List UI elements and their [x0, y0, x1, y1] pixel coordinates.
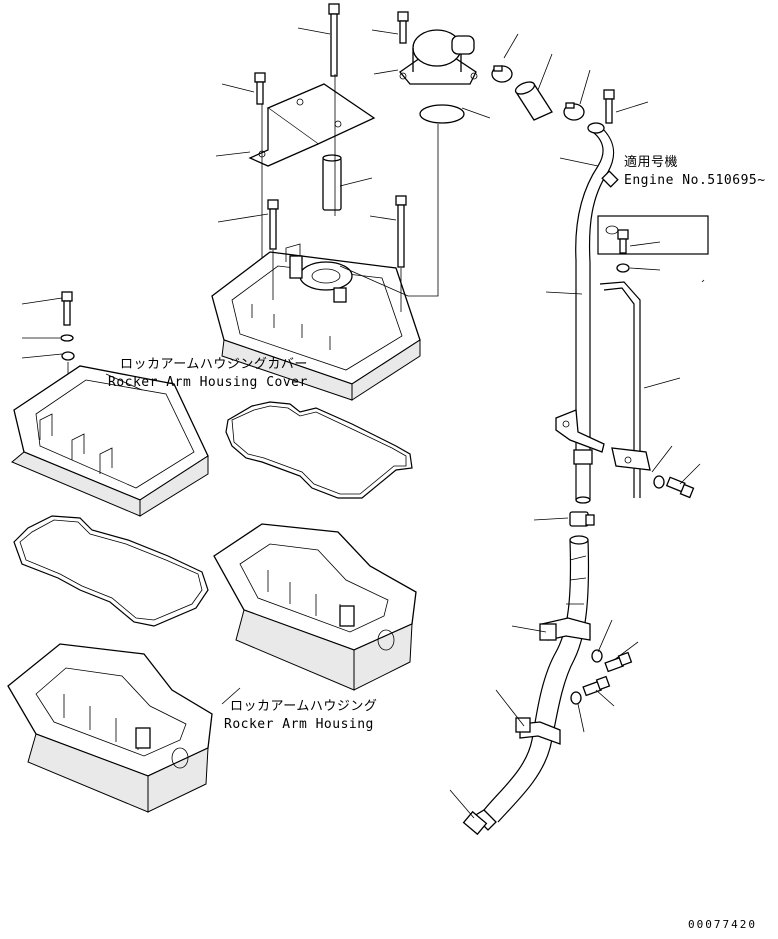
- cover-label-en: Rocker Arm Housing Cover: [108, 375, 308, 390]
- applicable-serial-label-jp: 適用号機: [624, 154, 678, 170]
- rocker-housing-upper: [213, 523, 417, 691]
- bolt-stay-lower: [665, 476, 695, 499]
- bolt-lower-1: [604, 651, 633, 673]
- bolt-lower-2: [582, 675, 611, 697]
- washer-stay: [616, 263, 630, 273]
- clamp-lower-1: [539, 617, 591, 641]
- bolt-tube-top: [603, 89, 615, 124]
- breather-cap: [399, 29, 478, 85]
- rocker-cover-upper: [211, 243, 421, 401]
- bolt-left: [61, 291, 73, 326]
- breather-gasket: [419, 104, 465, 124]
- bolt-cover-left: [267, 199, 279, 250]
- sleeve: [322, 154, 342, 211]
- drawing-number: 00077420: [688, 918, 757, 931]
- breather-hose-short: [514, 81, 553, 121]
- support-stay: [599, 281, 651, 498]
- housing-label-jp: ロッカアームハウジング: [230, 699, 377, 714]
- cover-label-jp: ロッカアームハウジングカバー: [120, 357, 308, 372]
- hose-clamp-2: [563, 102, 585, 121]
- breather-tube-lower: [462, 535, 590, 836]
- washer-stay-lower: [653, 475, 665, 489]
- housing-label-en: Rocker Arm Housing: [224, 717, 374, 732]
- leader-lines: [21, 27, 705, 819]
- rocker-cover-lower: [11, 365, 209, 517]
- washer-lower-2: [570, 691, 582, 705]
- serial-number-box: [597, 215, 709, 255]
- washer-tube-top: [601, 170, 619, 188]
- rocker-housing-lower: [7, 643, 213, 813]
- bolt-stay: [617, 229, 629, 254]
- hose-clamp-1: [491, 65, 513, 83]
- cover-gasket-lower: [13, 515, 209, 627]
- bolt-cover-right: [395, 195, 407, 268]
- bolt-bracket: [254, 72, 266, 105]
- engine-serial-label: Engine No.510695~: [624, 173, 766, 188]
- tube-bracket-upper: [555, 409, 605, 453]
- washer-left-2: [61, 351, 75, 361]
- long-bolt: [328, 3, 340, 77]
- bolt-cap: [397, 11, 409, 44]
- washer-lower-1: [591, 649, 603, 663]
- clamp-lower-2: [515, 717, 561, 745]
- hose-connector: [569, 511, 595, 527]
- cover-gasket-upper: [225, 401, 413, 499]
- washer-left-1: [60, 334, 74, 342]
- bracket-plate: [248, 83, 376, 167]
